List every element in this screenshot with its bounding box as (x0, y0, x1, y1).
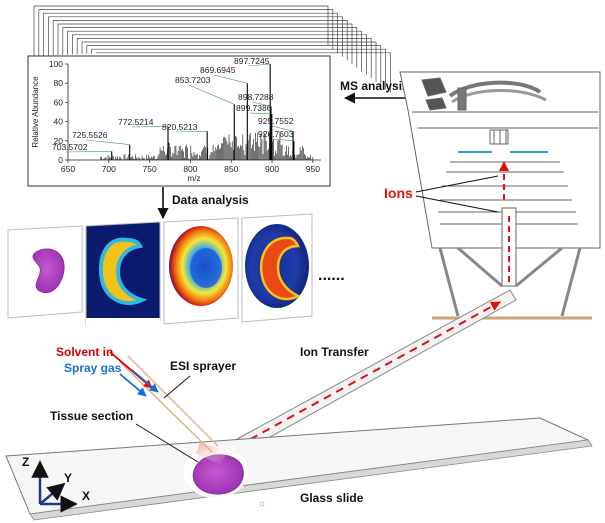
ion-transfer-label: Ion Transfer (300, 345, 369, 359)
solvent-in-label: Solvent in (56, 345, 113, 359)
tile-ion-image-2 (163, 217, 239, 325)
axis-z-label: Z (22, 455, 29, 469)
stack-page (72, 34, 367, 75)
peak-label: 725.5526 (72, 130, 108, 140)
stack-page (38, 9, 334, 56)
x-tick-label: 650 (61, 164, 75, 174)
tissue-pointer (135, 423, 199, 463)
ion-path-ms (499, 161, 510, 282)
stack-page (48, 16, 343, 57)
peak-label-connector (65, 151, 112, 153)
spectrum-peak-labels: 703.5702 725.5526 772.5214 820.5213 853.7203… (52, 56, 294, 153)
peak-label-connector (271, 125, 294, 132)
data-analysis-label: Data analysis (172, 193, 249, 207)
peak-label-connector (251, 101, 272, 107)
stack-page (62, 27, 358, 68)
glass-slide-label: Glass slide (300, 491, 364, 505)
x-tick-label: 750 (143, 164, 157, 174)
stack-page (67, 30, 362, 72)
axis-x-label: X (82, 489, 90, 503)
peak-label: 898.7288 (238, 92, 274, 102)
y-axis-label: Relative Abundance (31, 76, 40, 148)
mass-spectrum-chart: 0 20 40 60 80 100 650 700 750 800 850 900 950 703.5… (31, 56, 321, 183)
peak-label: 899.7386 (236, 103, 272, 113)
peak-label-connector (131, 126, 168, 128)
y-tick-label: 80 (54, 78, 64, 88)
spectrum-peaks (111, 64, 295, 160)
y-axis-ticks: 0 20 40 60 80 100 (49, 59, 68, 165)
y-tick-label: 20 (54, 136, 64, 146)
glass-slide (5, 417, 593, 521)
tile-optical (7, 225, 83, 319)
ions-label: Ions (384, 185, 413, 201)
stack-page (86, 45, 382, 86)
x-axis-ticks: 650 700 750 800 850 900 950 (61, 160, 320, 174)
x-axis-label: m/z (188, 174, 201, 183)
y-tick-label: 100 (49, 59, 63, 69)
stack-page (81, 41, 377, 82)
stack-page (57, 23, 353, 64)
x-tick-label: 850 (224, 164, 238, 174)
stack-page (43, 12, 338, 56)
spray-gas-label: Spray gas (64, 361, 122, 375)
ms-analysis-label: MS analysis (340, 79, 409, 93)
more-images-dots: ...... (318, 267, 345, 284)
esi-sprayer (109, 351, 219, 453)
peak-label-connector (188, 84, 235, 105)
peak-label: 703.5702 (52, 142, 88, 152)
stack-page (91, 48, 386, 90)
stack-page (52, 20, 348, 61)
y-tick-label: 60 (54, 97, 64, 107)
peak-label: 820.5213 (162, 122, 198, 132)
peak-label: 925.7552 (258, 116, 294, 126)
peak-label-connector (85, 139, 130, 145)
peak-label: 853.7203 (175, 75, 211, 85)
tissue-section-label: Tissue section (50, 409, 133, 423)
peak-label: 926.7603 (258, 129, 294, 139)
spectra-stack (33, 5, 391, 93)
esi-pointer (163, 375, 191, 399)
ions-pointer-1 (415, 175, 499, 193)
spectra-stack-pages (33, 5, 391, 93)
y-tick-label: 0 (58, 155, 63, 165)
tissue-section (183, 442, 249, 499)
x-tick-label: 950 (306, 164, 320, 174)
x-tick-label: 900 (265, 164, 279, 174)
peak-label-connector (247, 63, 271, 67)
peak-label: 869.6945 (200, 65, 236, 75)
mass-spectrum-panel: 0 20 40 60 80 100 650 700 750 800 850 900 950 703.5… (27, 55, 331, 187)
xyz-axes (31, 460, 78, 513)
stack-page (96, 52, 391, 93)
image-tiles: ...... (7, 213, 345, 327)
mass-spectrometer (399, 71, 601, 320)
stack-page (76, 38, 372, 79)
esi-sprayer-label: ESI sprayer (170, 359, 236, 373)
tile-ion-image-3 (241, 213, 313, 323)
x-tick-label: 700 (102, 164, 116, 174)
peak-label: 897.7245 (234, 56, 270, 66)
peak-label-connector (249, 112, 272, 115)
x-tick-label: 800 (183, 164, 197, 174)
peak-label: 772.5214 (118, 117, 154, 127)
peak-label-connector (271, 138, 294, 142)
tile-ion-image-1 (85, 221, 161, 327)
y-tick-label: 40 (54, 117, 64, 127)
stack-page (33, 5, 329, 56)
peak-label-connector (213, 74, 248, 84)
peak-label-connector (175, 130, 208, 133)
ions-pointer-2 (415, 195, 499, 213)
axis-y-label: Y (64, 471, 72, 485)
